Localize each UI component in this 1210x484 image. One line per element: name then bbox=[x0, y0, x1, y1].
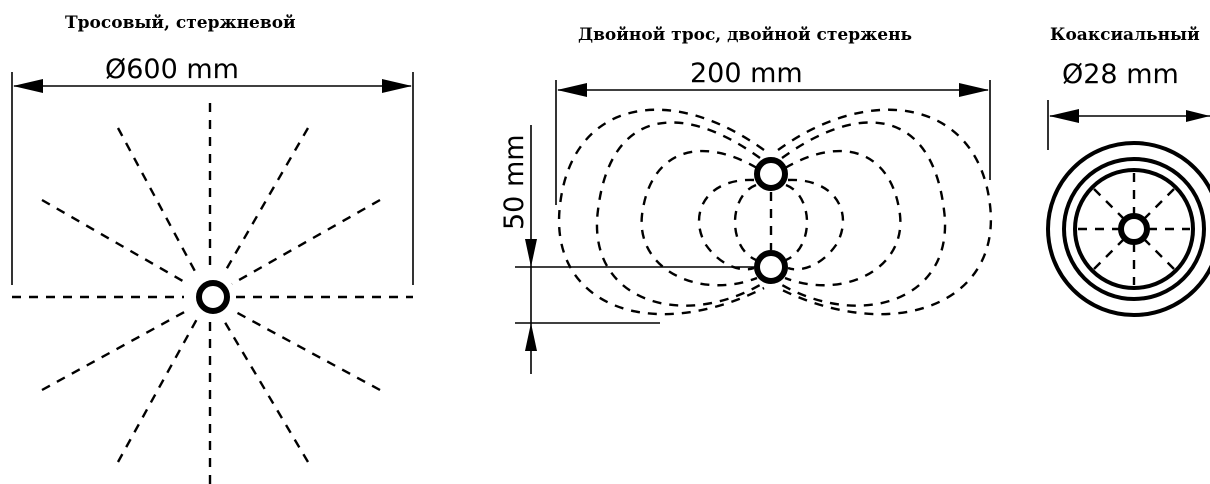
single-rod-conductor bbox=[196, 280, 230, 314]
field-line bbox=[1093, 188, 1125, 220]
coaxial-left-arrow bbox=[1049, 109, 1079, 123]
panel-single-rod: Тросовый, стержневой Ø600 mm bbox=[11, 13, 414, 484]
field-line bbox=[787, 178, 845, 271]
twin-rod-field-lines bbox=[557, 108, 993, 316]
field-line bbox=[41, 308, 189, 392]
panel-twin-rod: Двойной трос, двойной стержень 200 mm 50… bbox=[499, 25, 993, 374]
field-line bbox=[231, 198, 381, 286]
field-line bbox=[221, 127, 310, 276]
field-line bbox=[116, 127, 199, 276]
twin-rod-width-label: 200 mm bbox=[690, 58, 803, 89]
field-line bbox=[777, 108, 993, 316]
field-line bbox=[1143, 238, 1175, 270]
twin-rod-spacing-label: 50 mm bbox=[499, 134, 530, 230]
field-line bbox=[41, 198, 189, 286]
single-rod-field-lines bbox=[12, 103, 413, 484]
twin-rod-width-right-arrow bbox=[959, 83, 989, 97]
field-line bbox=[1143, 188, 1175, 220]
panel-coaxial: Коаксиальный Ø28 mm bbox=[1046, 25, 1210, 317]
twin-rod-spacing-upper-arrow bbox=[525, 239, 537, 267]
coaxial-center-conductor bbox=[1118, 213, 1150, 245]
coaxial-field-lines bbox=[1078, 173, 1190, 285]
field-line bbox=[697, 178, 755, 271]
single-rod-left-arrow bbox=[13, 79, 43, 93]
single-rod-right-arrow bbox=[382, 79, 412, 93]
panel-single-rod-title: Тросовый, стержневой bbox=[65, 13, 296, 33]
field-line bbox=[640, 149, 758, 287]
coaxial-shield bbox=[1073, 168, 1195, 290]
field-line bbox=[221, 318, 310, 463]
panel-coaxial-title: Коаксиальный bbox=[1050, 25, 1200, 45]
twin-rod-upper-conductor bbox=[754, 157, 788, 191]
field-line bbox=[231, 308, 381, 392]
coaxial-diameter-label: Ø28 mm bbox=[1062, 59, 1179, 90]
coaxial-right-arrow bbox=[1186, 110, 1210, 122]
coaxial-outer-tube-inner-wall bbox=[1062, 157, 1206, 301]
field-line bbox=[733, 183, 757, 262]
twin-rod-spacing-lower-arrow bbox=[525, 323, 537, 351]
single-rod-diameter-label: Ø600 mm bbox=[105, 54, 239, 85]
field-line bbox=[781, 121, 947, 307]
field-line bbox=[595, 121, 761, 307]
twin-rod-lower-conductor bbox=[754, 250, 788, 284]
twin-rod-width-left-arrow bbox=[557, 83, 587, 97]
field-line bbox=[785, 183, 809, 262]
coaxial-outer-tube bbox=[1046, 141, 1210, 317]
field-line bbox=[784, 149, 902, 287]
field-line bbox=[557, 108, 765, 316]
field-line bbox=[1093, 238, 1125, 270]
panel-twin-rod-title: Двойной трос, двойной стержень bbox=[578, 25, 912, 45]
field-line bbox=[116, 318, 199, 463]
